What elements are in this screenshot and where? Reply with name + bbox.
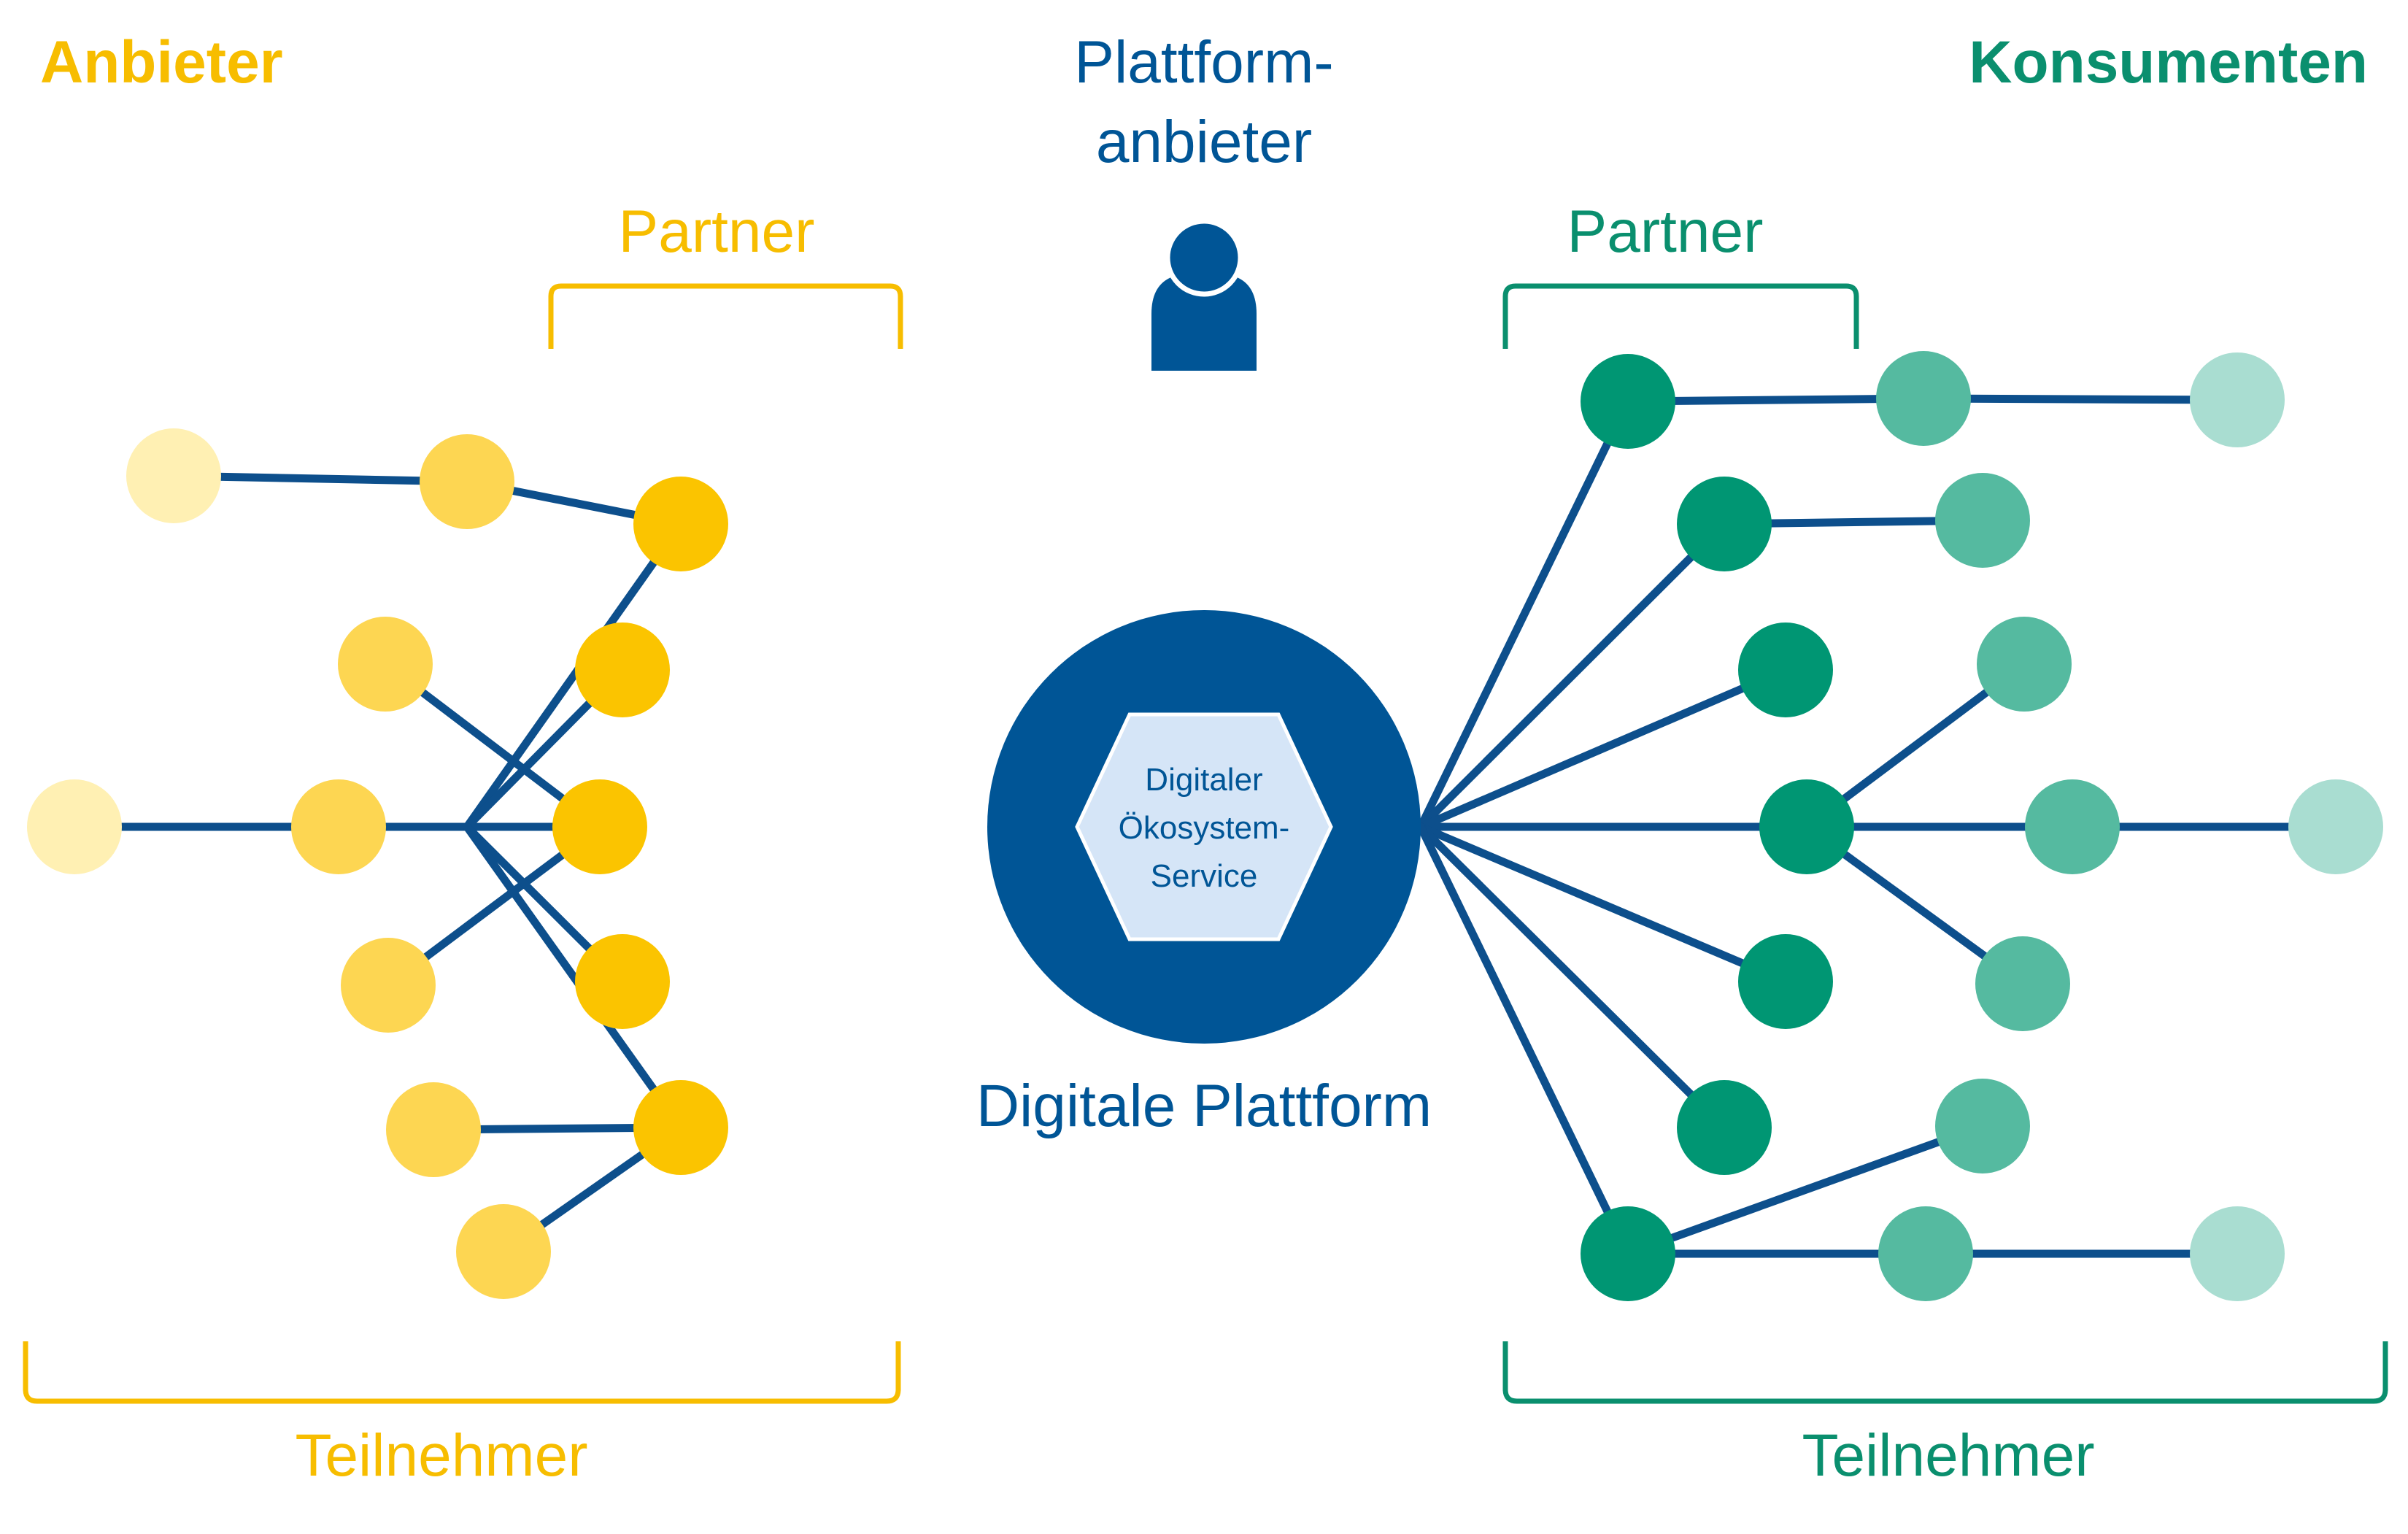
consumers-heading: Konsumenten (1969, 29, 2368, 96)
consumer-node (1977, 617, 2072, 712)
provider-node (420, 434, 514, 529)
consumer-node (1878, 1206, 1973, 1301)
service-hexagon (1075, 712, 1333, 941)
connection-line (1416, 520, 1729, 831)
participants-label-left: Teilnehmer (295, 1422, 587, 1489)
consumer-node (2025, 779, 2120, 874)
participants-bracket-right (1502, 1341, 2388, 1404)
platform-label: Digitale Plattform (976, 1073, 1432, 1139)
connection-line (1919, 394, 2242, 404)
service-label-line1: Digitaler (1145, 762, 1262, 798)
partner-label-left: Partner (619, 199, 815, 265)
consumer-node (1677, 477, 1772, 571)
consumer-node (1581, 354, 1675, 449)
connection-line (1416, 397, 1632, 831)
consumer-node (1738, 934, 1833, 1029)
consumer-node (2288, 779, 2383, 874)
providers-heading: Anbieter (40, 29, 283, 96)
participants-bracket-left (23, 1341, 901, 1404)
provider-node (341, 938, 436, 1033)
consumer-node (2190, 1206, 2285, 1301)
connection-line (1416, 822, 1729, 1132)
connection-line (1416, 822, 1790, 986)
consumer-node (1759, 779, 1854, 874)
provider-node (575, 934, 670, 1029)
consumer-node (1677, 1080, 1772, 1175)
service-label-line2: Ökosystem- (1119, 810, 1290, 846)
connection-line (169, 471, 471, 486)
partner-bracket-right (1502, 283, 1859, 349)
provider-node (386, 1082, 481, 1177)
platform-operator-label-line1: Plattform- (1074, 29, 1333, 96)
connection-line (1624, 1122, 1987, 1258)
consumer-node (1581, 1206, 1675, 1301)
consumer-node (1975, 936, 2070, 1031)
provider-node (575, 623, 670, 717)
connection-line (1624, 394, 1928, 406)
person-icon (1151, 218, 1257, 371)
consumer-node (1738, 623, 1833, 717)
participants-label-right: Teilnehmer (1802, 1422, 2094, 1489)
consumer-node (2190, 352, 2285, 447)
connection-line (463, 520, 685, 831)
provider-node (126, 428, 221, 523)
provider-node (552, 779, 647, 874)
consumer-node (1876, 351, 1971, 446)
consumer-node (1935, 1079, 2030, 1173)
platform-operator-label-line2: anbieter (1096, 109, 1312, 175)
provider-node (27, 779, 122, 874)
service-label-line3: Service (1151, 858, 1258, 894)
provider-node (291, 779, 386, 874)
partner-label-right: Partner (1567, 199, 1764, 265)
connection-line (1416, 666, 1790, 831)
provider-node (456, 1204, 551, 1299)
partner-bracket-left (548, 283, 903, 349)
consumer-node (1935, 473, 2030, 568)
connection-line (1416, 822, 1632, 1258)
provider-node (338, 617, 433, 712)
participant-nodes (27, 351, 2383, 1301)
connection-line (463, 822, 685, 1132)
provider-node (633, 1080, 728, 1175)
provider-node (633, 477, 728, 571)
